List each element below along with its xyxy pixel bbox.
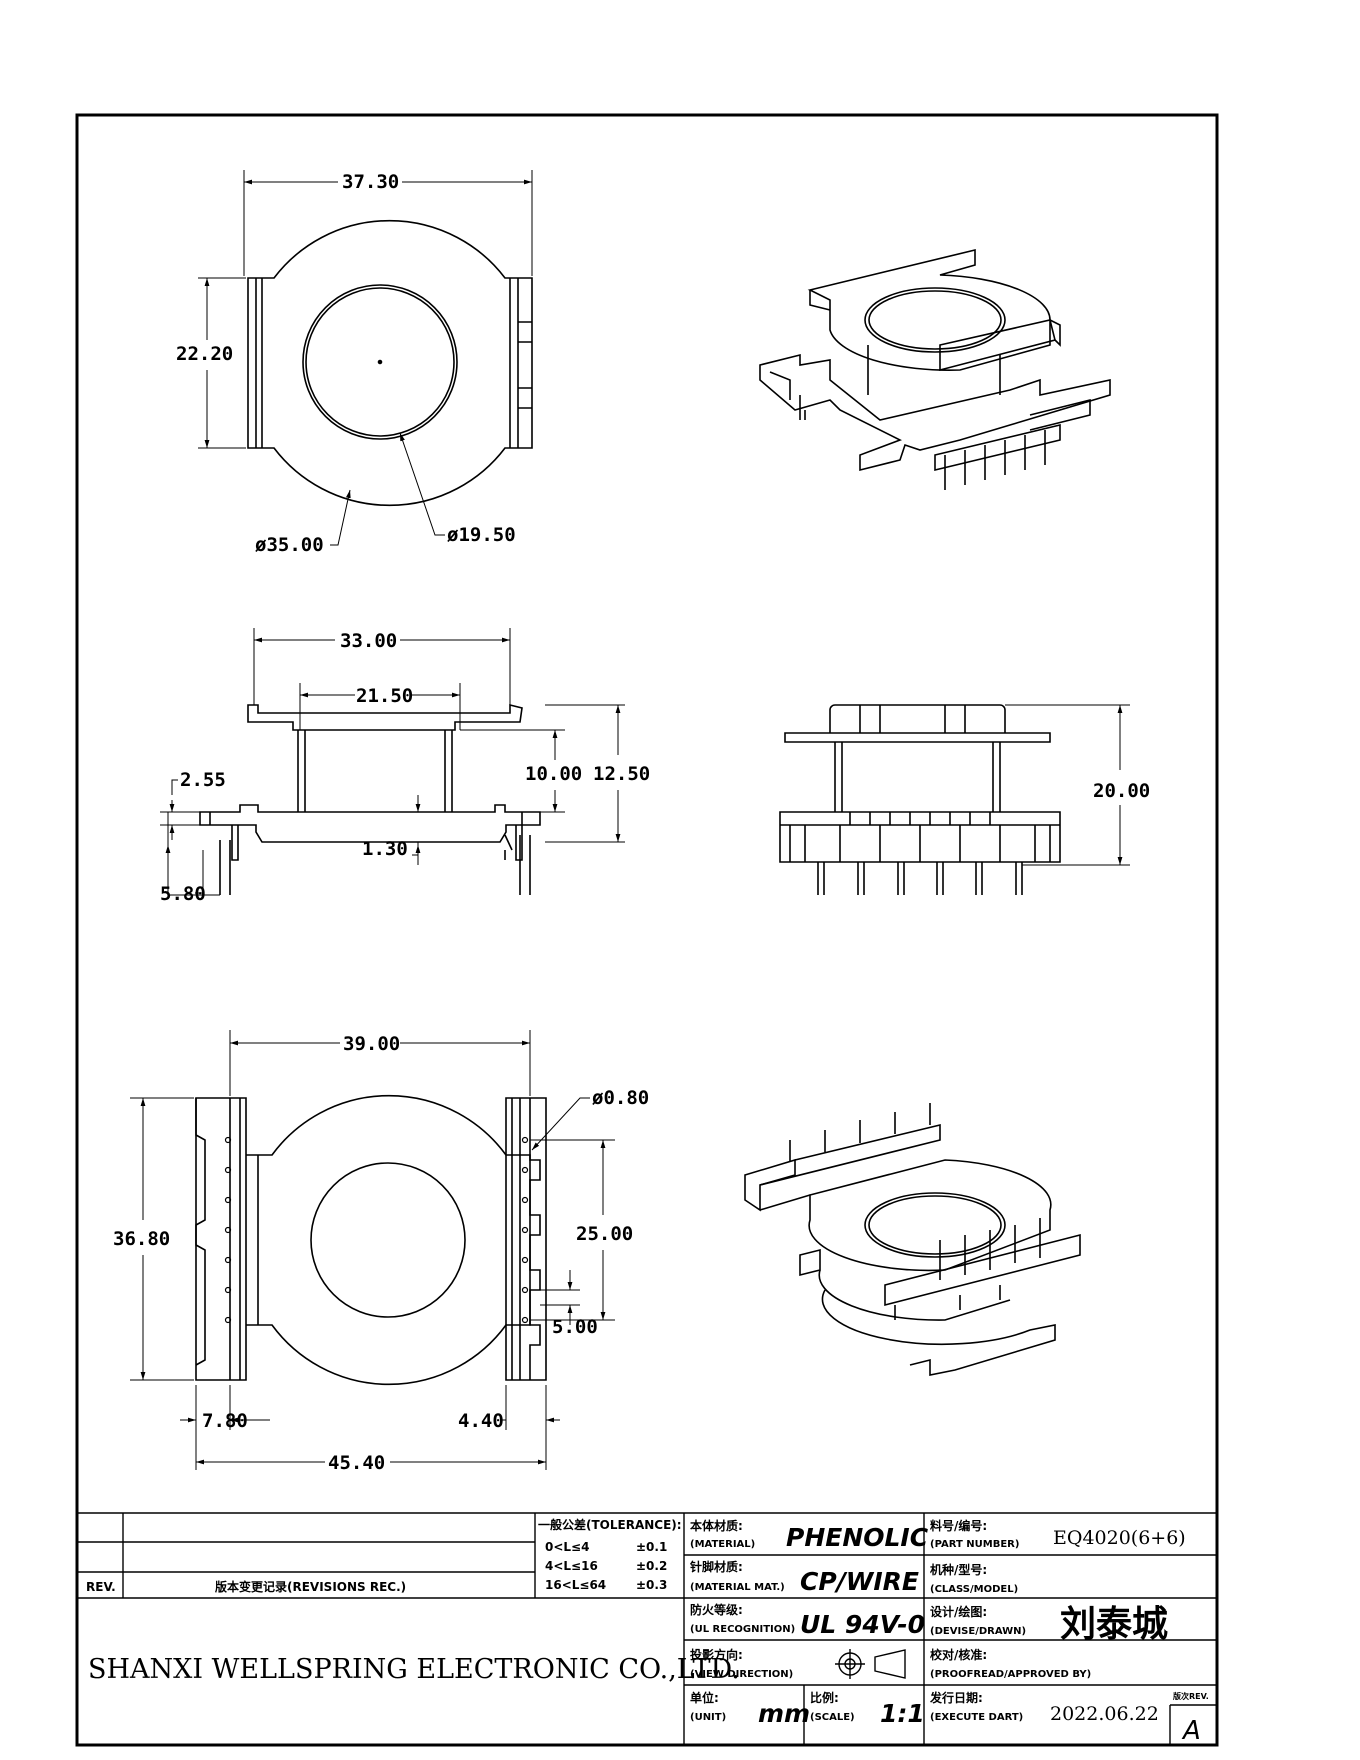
isometric-view-top bbox=[759, 248, 1111, 490]
dim-pin-dia: ø0.80 bbox=[592, 1087, 649, 1109]
dim-overall-width: 45.40 bbox=[328, 1452, 385, 1474]
dim-outer-dia: ø35.00 bbox=[255, 534, 324, 556]
dim-side-inner-width: 21.50 bbox=[356, 685, 413, 707]
dim-top-height: 22.20 bbox=[176, 343, 233, 365]
approved-label: 校对/核准: bbox=[930, 1647, 987, 1662]
scale-label: 比例: bbox=[810, 1690, 839, 1705]
dim-right-rail: 4.40 bbox=[458, 1410, 504, 1432]
pin-material-label: 针脚材质: bbox=[690, 1559, 743, 1574]
scale-value: 1:1 bbox=[880, 1699, 925, 1728]
revisions-label: 版本变更记录(REVISIONS REC.) bbox=[215, 1579, 406, 1594]
dim-side-h1: 10.00 bbox=[525, 763, 582, 785]
unit-label-en: (UNIT) bbox=[690, 1712, 726, 1723]
pin-material-value: CP/WIRE bbox=[800, 1567, 919, 1596]
pin-material-label-en: (MATERIAL MAT.) bbox=[690, 1582, 785, 1593]
designer-label: 设计/绘图: bbox=[930, 1604, 987, 1619]
dim-side-h2: 12.50 bbox=[593, 763, 650, 785]
dim-pin-span: 25.00 bbox=[576, 1223, 633, 1245]
dim-front-height: 20.00 bbox=[1093, 780, 1150, 802]
dim-bottom-height: 36.80 bbox=[113, 1228, 170, 1250]
company-name: SHANXI WELLSPRING ELECTRONIC CO.,LTD. bbox=[88, 1654, 740, 1685]
part-label: 料号/编号: bbox=[930, 1518, 987, 1533]
material-label: 本体材质: bbox=[690, 1518, 743, 1533]
version-label: 版次REV. bbox=[1172, 1691, 1209, 1701]
tolerance-range-2: 4<L≤16 bbox=[545, 1559, 598, 1573]
tolerance-value-1: ±0.1 bbox=[636, 1540, 667, 1554]
designer-signature: 刘泰城 bbox=[1060, 1603, 1168, 1645]
tolerance-value-2: ±0.2 bbox=[636, 1559, 667, 1573]
flame-label: 防火等级: bbox=[690, 1602, 743, 1617]
date-label: 发行日期: bbox=[929, 1690, 983, 1705]
designer-label-en: (DEVISE/DRAWN) bbox=[930, 1626, 1026, 1637]
dim-side-width: 33.00 bbox=[340, 630, 397, 652]
tolerance-range-3: 16<L≤64 bbox=[545, 1578, 606, 1592]
view-label: 投影方向: bbox=[690, 1647, 743, 1662]
dim-bottom-width: 39.00 bbox=[343, 1033, 400, 1055]
part-value: EQ4020(6+6) bbox=[1053, 1527, 1186, 1549]
approved-label-en: (PROOFREAD/APPROVED BY) bbox=[930, 1669, 1091, 1680]
dim-top-width: 37.30 bbox=[342, 171, 399, 193]
dim-side-base: 1.30 bbox=[362, 838, 408, 860]
tolerance-header: 一般公差(TOLERANCE): bbox=[538, 1517, 682, 1532]
dim-pin-pitch: 5.00 bbox=[552, 1316, 598, 1338]
projection-symbol-icon bbox=[835, 1649, 906, 1679]
rev-label: REV. bbox=[86, 1580, 116, 1594]
drawing-border bbox=[75, 113, 1219, 1747]
dim-side-pin: 5.80 bbox=[160, 883, 206, 905]
class-label: 机种/型号: bbox=[930, 1562, 987, 1577]
flame-value: UL 94V-0 bbox=[800, 1610, 925, 1639]
dim-left-rail: 7.80 bbox=[202, 1410, 248, 1432]
dim-inner-dia: ø19.50 bbox=[447, 524, 516, 546]
date-label-en: (EXECUTE DART) bbox=[930, 1712, 1023, 1723]
front-view bbox=[779, 704, 1130, 895]
unit-value: mm bbox=[758, 1699, 810, 1728]
view-label-en: (VIEW DIRECTION) bbox=[690, 1669, 793, 1680]
date-value: 2022.06.22 bbox=[1050, 1703, 1159, 1725]
material-label-en: (MATERIAL) bbox=[690, 1539, 755, 1550]
dim-side-flange: 2.55 bbox=[180, 769, 226, 791]
flame-label-en: (UL RECOGNITION) bbox=[690, 1624, 795, 1635]
version-value: A bbox=[1181, 1716, 1201, 1746]
tolerance-range-1: 0<L≤4 bbox=[545, 1540, 589, 1554]
bottom-view bbox=[130, 1030, 615, 1470]
title-block bbox=[77, 1512, 1217, 1745]
isometric-view-bottom bbox=[744, 1103, 1081, 1376]
material-value: PHENOLIC bbox=[786, 1523, 929, 1552]
part-label-en: (PART NUMBER) bbox=[930, 1539, 1019, 1550]
scale-label-en: (SCALE) bbox=[810, 1712, 855, 1723]
side-view bbox=[160, 628, 625, 896]
class-label-en: (CLASS/MODEL) bbox=[930, 1584, 1018, 1595]
unit-label: 单位: bbox=[690, 1690, 719, 1705]
top-view bbox=[198, 170, 533, 546]
tolerance-value-3: ±0.3 bbox=[636, 1578, 667, 1592]
